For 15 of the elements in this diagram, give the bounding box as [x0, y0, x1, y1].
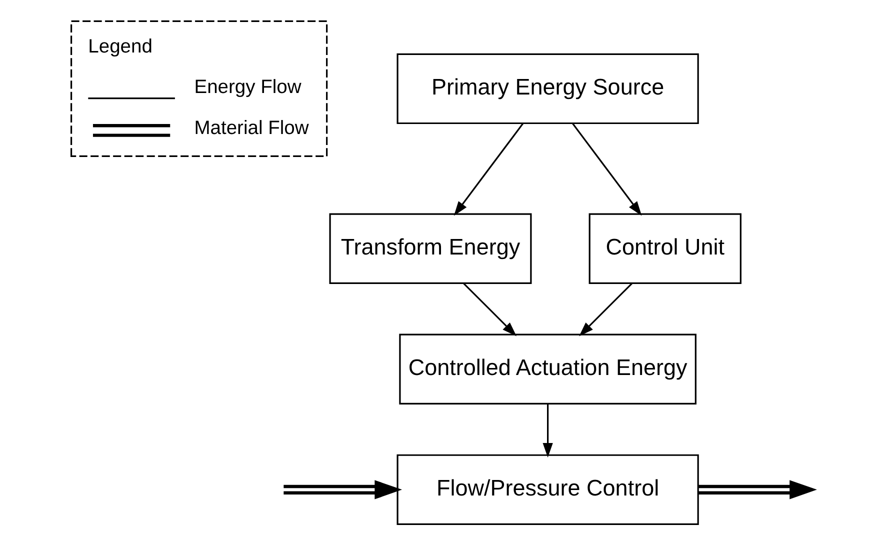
legend-label: Energy Flow — [194, 76, 302, 98]
arrow — [698, 480, 817, 500]
label: Legend — [88, 36, 152, 58]
node-box: Flow/Pressure Control — [396, 454, 699, 526]
arrow — [572, 123, 642, 216]
node-box: Primary Energy Source — [396, 53, 699, 124]
node-box: Transform Energy — [329, 213, 532, 284]
legend-label: Material Flow — [194, 118, 309, 139]
arrow — [284, 480, 402, 500]
node-box: Controlled Actuation Energy — [399, 334, 696, 404]
node-box: Control Unit — [588, 213, 742, 284]
arrow — [454, 123, 524, 216]
arrow — [463, 282, 517, 336]
arrow — [579, 282, 632, 336]
arrow — [542, 404, 553, 458]
